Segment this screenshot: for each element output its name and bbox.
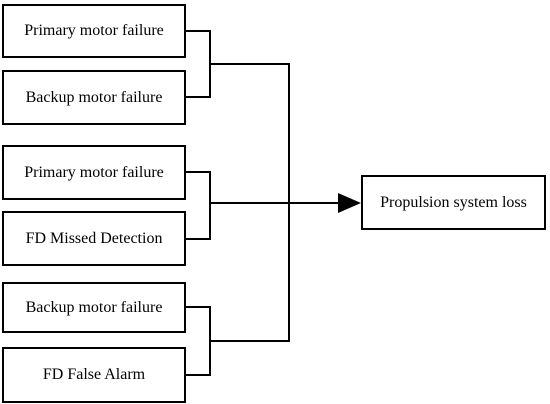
input-label: FD False Alarm: [42, 366, 146, 383]
input-box-backup-motor-failure-1: Backup motor failure: [2, 70, 186, 125]
output-label: Propulsion system loss: [380, 193, 527, 211]
group-1-bracket: [185, 30, 211, 98]
group-1-connector: [209, 63, 290, 204]
input-box-fd-missed-detection: FD Missed Detection: [2, 211, 186, 266]
input-label: Backup motor failure: [25, 298, 163, 316]
input-box-primary-motor-failure-1: Primary motor failure: [2, 4, 186, 58]
input-box-primary-motor-failure-2: Primary motor failure: [2, 145, 186, 200]
input-label: Primary motor failure: [24, 163, 164, 181]
group-2-bracket: [185, 171, 211, 240]
input-box-backup-motor-failure-2: Backup motor failure: [2, 282, 186, 333]
output-box-propulsion-system-loss: Propulsion system loss: [361, 175, 546, 230]
input-label: Primary motor failure: [24, 22, 164, 39]
input-label: FD Missed Detection: [25, 229, 163, 247]
group-3-connector: [209, 202, 290, 342]
arrow-head-icon: [338, 193, 361, 213]
input-box-fd-false-alarm: FD False Alarm: [2, 347, 186, 403]
group-3-bracket: [185, 306, 211, 376]
input-label: Backup motor failure: [25, 88, 163, 106]
